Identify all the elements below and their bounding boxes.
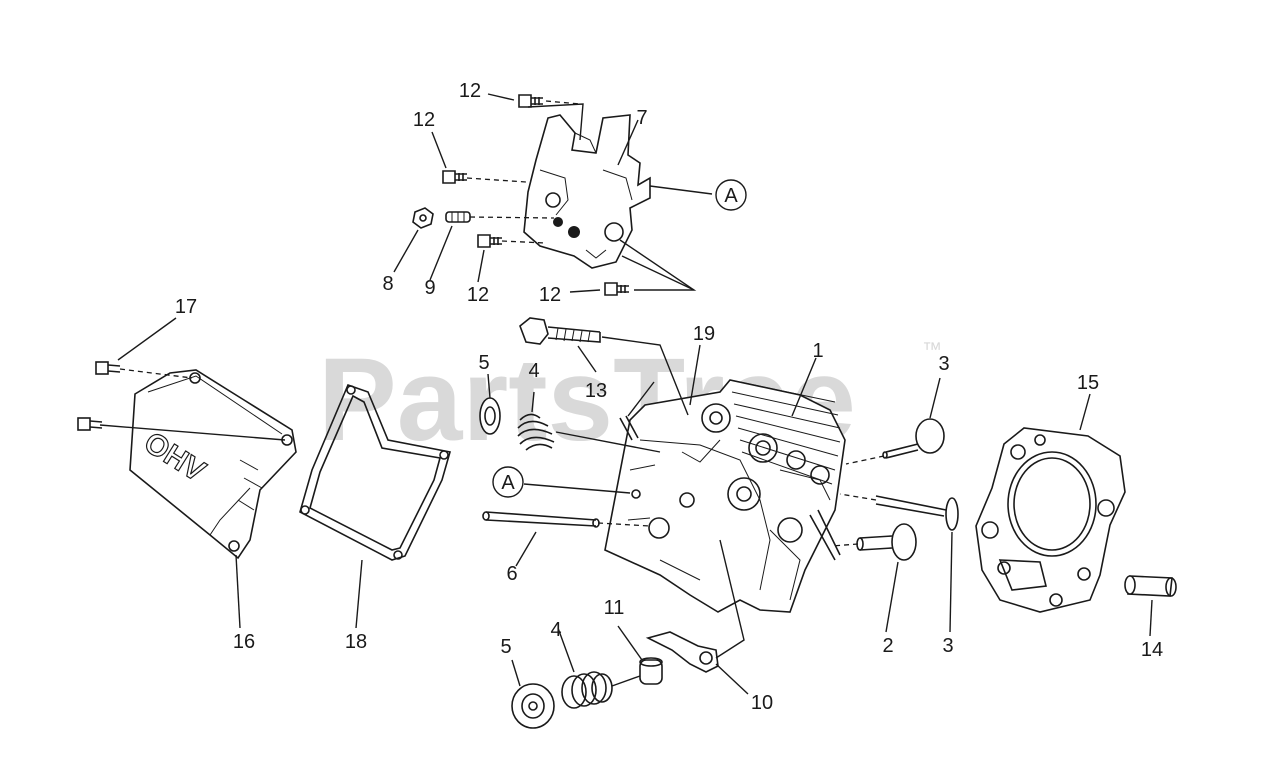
valve-3-upper[interactable]: [882, 418, 945, 459]
callout-5-upper: 5: [478, 352, 489, 374]
reference-a-upper: A: [715, 179, 747, 211]
push-rod-6[interactable]: [482, 511, 600, 528]
callout-12-bottom: 12: [539, 284, 561, 306]
callout-18: 18: [345, 631, 367, 653]
callout-10: 10: [751, 692, 773, 714]
rocker-bracket-assembly[interactable]: [523, 114, 651, 269]
bolt-12-left[interactable]: [442, 170, 467, 184]
reference-a-upper-label: A: [724, 185, 738, 207]
callout-4-upper: 4: [528, 360, 539, 382]
valve-spring-retainer-5-lower[interactable]: [511, 683, 555, 729]
nut-8[interactable]: [412, 207, 434, 229]
callout-9: 9: [424, 277, 435, 299]
cylinder-head-1[interactable]: [604, 379, 846, 613]
callout-7: 7: [636, 107, 647, 129]
screw-17-upper[interactable]: [95, 361, 121, 375]
callout-8: 8: [382, 273, 393, 295]
callout-15: 15: [1077, 372, 1099, 394]
dowel-pin-14[interactable]: [1124, 575, 1177, 597]
callout-2: 2: [882, 635, 893, 657]
stud-9[interactable]: [445, 211, 471, 223]
callout-12-left: 12: [413, 109, 435, 131]
valve-3-lower[interactable]: [875, 495, 959, 531]
head-bolt-13[interactable]: [519, 317, 601, 345]
bolt-12-bottom[interactable]: [604, 282, 629, 296]
screw-17-lower[interactable]: [77, 417, 103, 431]
valve-spring-4-upper[interactable]: [517, 413, 555, 451]
callout-5-lower: 5: [500, 636, 511, 658]
watermark-trademark: ™: [922, 339, 942, 361]
bolt-12-top[interactable]: [518, 94, 543, 108]
reference-a-lower-label: A: [501, 472, 515, 494]
callout-4-lower: 4: [550, 619, 561, 641]
callout-6: 6: [506, 563, 517, 585]
callout-19: 19: [693, 323, 715, 345]
valve-stem-seal-11[interactable]: [639, 657, 663, 685]
callout-3-lower: 3: [942, 635, 953, 657]
callout-16: 16: [233, 631, 255, 653]
callout-3-upper: 3: [938, 353, 949, 375]
head-gasket-15[interactable]: [975, 427, 1126, 613]
valve-spring-4-lower[interactable]: [561, 671, 613, 709]
bolt-12-lower[interactable]: [477, 234, 502, 248]
callout-13: 13: [585, 380, 607, 402]
callout-1: 1: [812, 340, 823, 362]
valve-cover-gasket-18[interactable]: [299, 383, 452, 561]
valve-spring-retainer-5-upper[interactable]: [479, 397, 501, 435]
callout-12-lower: 12: [467, 284, 489, 306]
pin-19[interactable]: [619, 415, 639, 441]
valve-cover-16[interactable]: OHV: [129, 369, 297, 560]
callout-17: 17: [175, 296, 197, 318]
callout-14: 14: [1141, 639, 1163, 661]
callout-11: 11: [604, 597, 625, 619]
valve-guide-2[interactable]: [856, 523, 917, 561]
callout-12-top: 12: [459, 80, 481, 102]
reference-a-lower: A: [492, 466, 524, 498]
